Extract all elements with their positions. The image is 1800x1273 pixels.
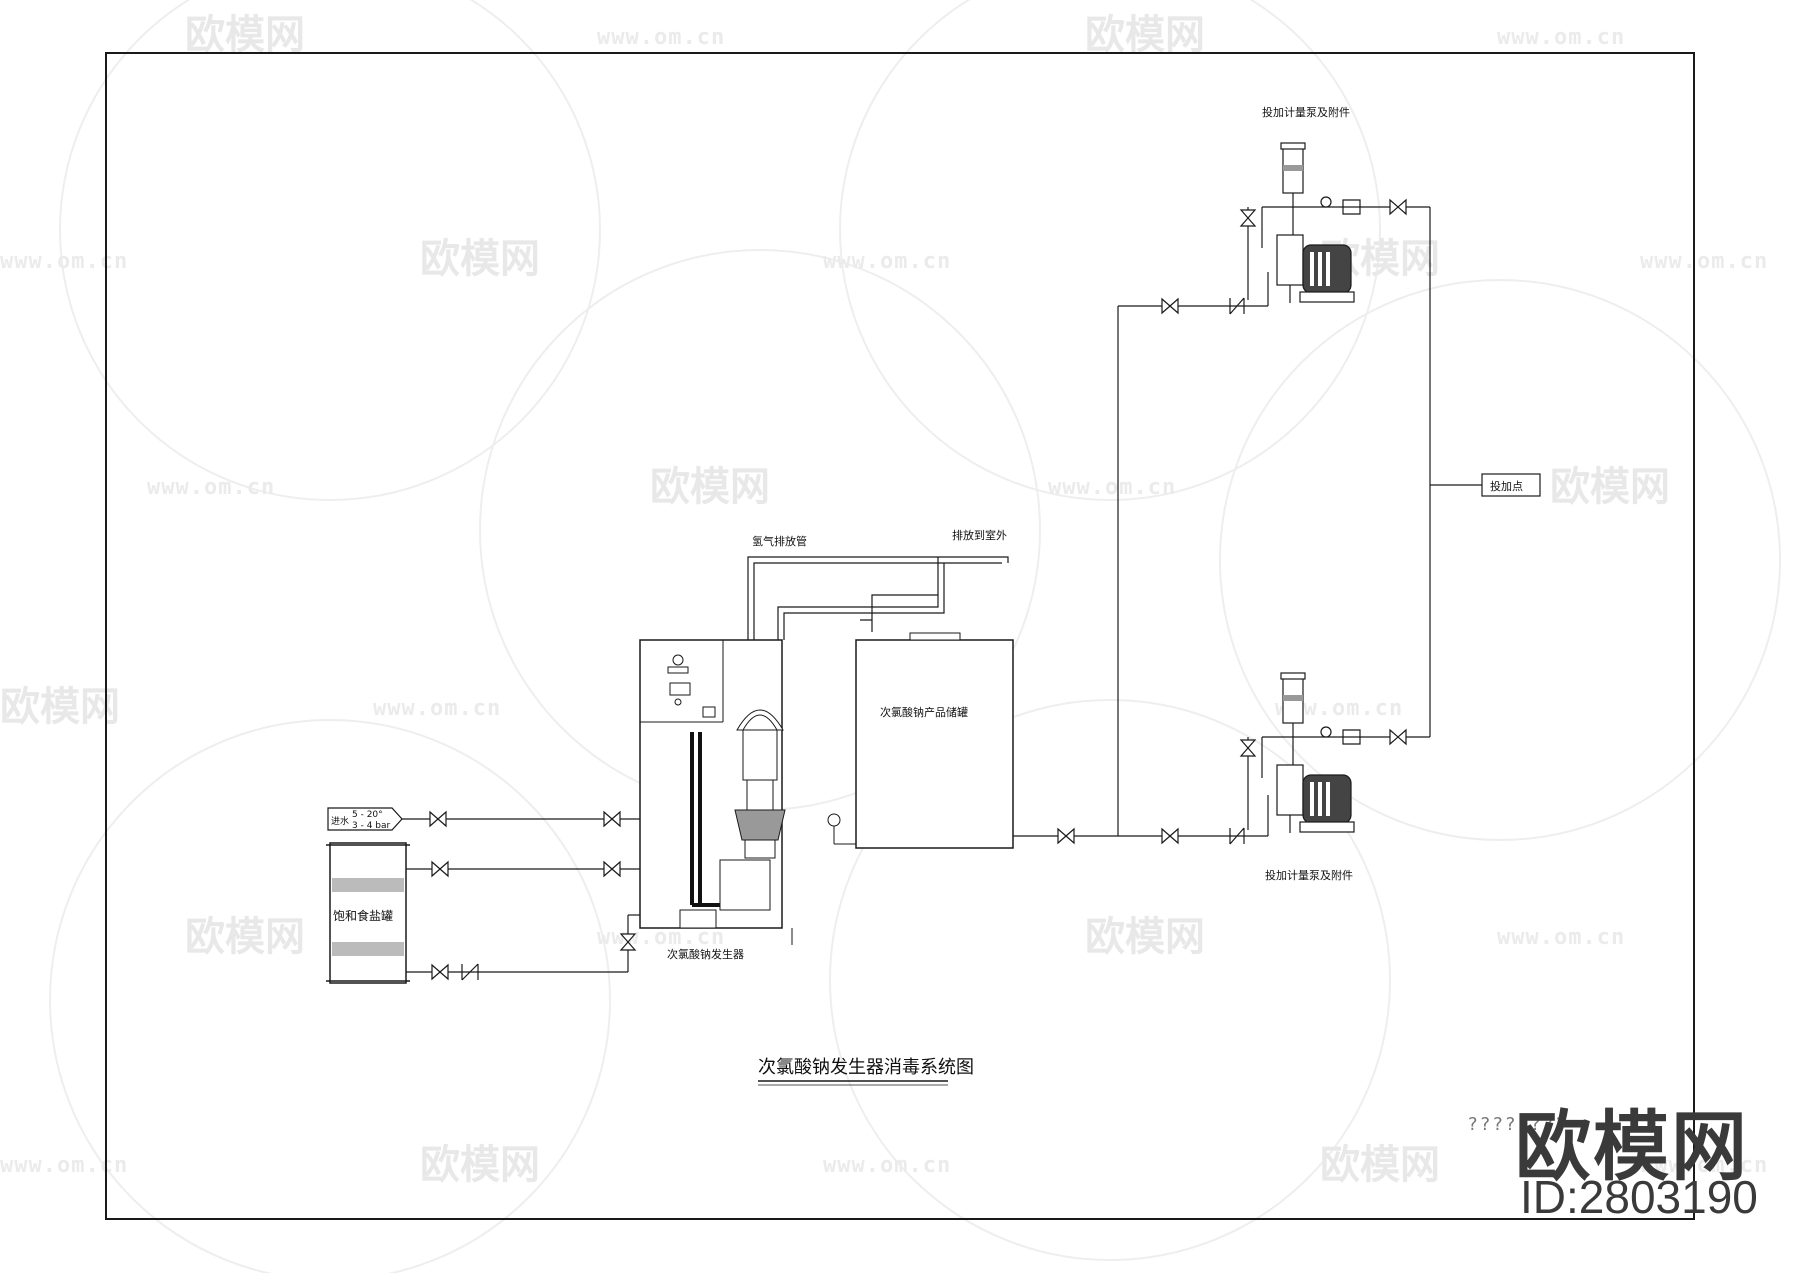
check-valve bbox=[1342, 729, 1361, 745]
watermark-brand: 欧模网 bbox=[1085, 914, 1205, 960]
pump-top-label: 投加计量泵及附件 bbox=[1262, 105, 1350, 119]
watermark-url: www.om.cn bbox=[0, 249, 128, 274]
product-tank: 次氯酸钠产品储罐 bbox=[827, 632, 1014, 849]
watermark-brand: 欧模网 bbox=[185, 914, 305, 960]
hydrogen-pipe-label: 氢气排放管 bbox=[752, 534, 807, 548]
brine-tank-label: 饱和食盐罐 bbox=[333, 908, 393, 923]
valve bbox=[1389, 728, 1407, 746]
valve bbox=[603, 810, 621, 828]
valve bbox=[431, 860, 449, 878]
check-valve-group bbox=[461, 199, 1361, 981]
watermark-url: www.om.cn bbox=[1640, 1153, 1768, 1178]
valve bbox=[1057, 827, 1075, 845]
watermark-brand: 欧模网 bbox=[420, 236, 540, 282]
watermark-brand: 欧模网 bbox=[0, 684, 120, 730]
valve bbox=[431, 963, 449, 981]
watermark-url: www.om.cn bbox=[1048, 475, 1176, 500]
check-valve bbox=[1342, 199, 1361, 215]
drawing-title-group: 次氯酸钠发生器消毒系统图 bbox=[758, 1057, 974, 1086]
watermark-url: www.om.cn bbox=[597, 925, 725, 950]
watermark-id: ID:2803190 bbox=[1520, 1171, 1758, 1223]
watermark-url: www.om.cn bbox=[1497, 25, 1625, 50]
valve bbox=[1161, 827, 1179, 845]
garbled-text: ???????? bbox=[1468, 1114, 1569, 1135]
watermark-url: www.om.cn bbox=[597, 25, 725, 50]
drawing-title: 次氯酸钠发生器消毒系统图 bbox=[758, 1057, 974, 1078]
check-valve bbox=[1229, 827, 1245, 845]
dosing-point: 投加点 bbox=[1481, 473, 1541, 497]
watermark-url: www.om.cn bbox=[1640, 249, 1768, 274]
product-tank-label: 次氯酸钠产品储罐 bbox=[880, 705, 968, 719]
watermark-brand: 欧模网 bbox=[1085, 12, 1205, 58]
pump-bottom-label: 投加计量泵及附件 bbox=[1265, 868, 1353, 882]
valve bbox=[1239, 739, 1257, 757]
generator-cabinet: 次氯酸钠发生器 bbox=[639, 639, 793, 961]
watermark-brand: 欧模网 bbox=[1550, 464, 1670, 510]
vent-outdoor-label: 排放到室外 bbox=[952, 528, 1007, 542]
watermark-brand-logo: 欧模网 bbox=[1515, 1102, 1749, 1191]
brine-tank: 饱和食盐罐 bbox=[326, 842, 410, 984]
inlet-water-pressure: 3 - 4 bar bbox=[352, 821, 391, 831]
watermark-brand: 欧模网 bbox=[185, 12, 305, 58]
valve bbox=[1161, 297, 1179, 315]
valve bbox=[1389, 198, 1407, 216]
valve bbox=[1239, 209, 1257, 227]
check-valve bbox=[461, 963, 479, 981]
inlet-water-temp: 5 - 20° bbox=[352, 810, 383, 820]
valve bbox=[429, 810, 447, 828]
drawing-frame bbox=[105, 52, 1695, 1220]
valve-group bbox=[429, 198, 1407, 981]
inlet-water-label: 进水 bbox=[331, 815, 349, 827]
watermark-url: www.om.cn bbox=[823, 249, 951, 274]
generator-label: 次氯酸钠发生器 bbox=[667, 947, 744, 961]
pipe-network bbox=[398, 206, 1482, 973]
watermark-url: www.om.cn bbox=[823, 1153, 951, 1178]
watermark-url-group: www.om.cn www.om.cn www.om.cn www.om.cn … bbox=[0, 25, 1768, 1178]
dosing-point-label: 投加点 bbox=[1490, 479, 1523, 493]
watermark-url: www.om.cn bbox=[147, 475, 275, 500]
watermark-brand-group: 欧模网 欧模网 欧模网 欧模网 欧模网 欧模网 欧模网 欧模网 欧模网 欧模网 … bbox=[0, 12, 1670, 1188]
metering-pump-bottom bbox=[1276, 672, 1355, 833]
watermark-brand: 欧模网 bbox=[420, 1142, 540, 1188]
watermark-brand: 欧模网 bbox=[650, 464, 770, 510]
watermark-url: www.om.cn bbox=[0, 1153, 128, 1178]
valve bbox=[619, 933, 637, 951]
watermark-url: www.om.cn bbox=[1497, 925, 1625, 950]
watermark-brand: 欧模网 bbox=[1320, 1142, 1440, 1188]
valve bbox=[603, 860, 621, 878]
watermark-url: www.om.cn bbox=[373, 696, 501, 721]
inlet-water-tag: 进水 5 - 20° 3 - 4 bar bbox=[327, 807, 403, 831]
check-valve bbox=[1229, 297, 1245, 315]
metering-pump-top bbox=[1276, 142, 1355, 303]
